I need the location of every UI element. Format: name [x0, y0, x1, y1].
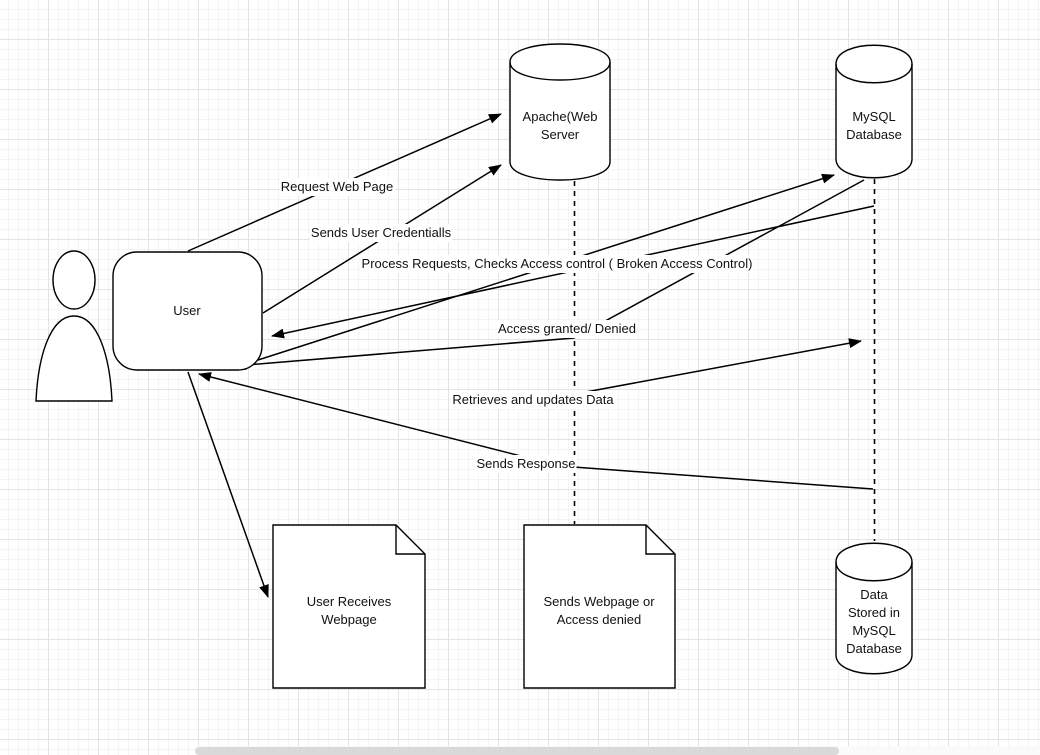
horizontal-scrollbar-track[interactable] [195, 746, 1040, 755]
edge-label-retrieves-updates[interactable]: Retrieves and updates Data [451, 391, 615, 409]
mysql-cylinder[interactable] [835, 44, 913, 179]
doc-sends-webpage[interactable] [523, 524, 676, 689]
edge-access-granted-lower[interactable] [233, 179, 865, 370]
edge-retrieves-updates[interactable] [574, 338, 862, 395]
edge-label-sends-response[interactable]: Sends Response [475, 455, 577, 473]
apache-cylinder-label[interactable]: Apache(Web Server [522, 109, 598, 142]
doc-user-receives-label[interactable]: User Receives Webpage [306, 594, 392, 627]
data-store-cylinder-label[interactable]: Data Stored in MySQL Database [846, 587, 902, 656]
edge-label-access-granted[interactable]: Access granted/ Denied [496, 320, 638, 338]
actor-icon[interactable] [35, 250, 113, 402]
data-store-cylinder[interactable] [835, 542, 913, 675]
edge-label-request-web-page[interactable]: Request Web Page [279, 178, 395, 196]
mysql-cylinder-label[interactable]: MySQL Database [846, 109, 902, 142]
edge-label-sends-user-credentials[interactable]: Sends User Credentialls [309, 224, 453, 242]
doc-user-receives[interactable] [272, 524, 426, 689]
user-box-label[interactable]: User [173, 303, 201, 318]
edge-user-receives-webpage[interactable] [187, 371, 269, 598]
edge-label-process-requests[interactable]: Process Requests, Checks Access control … [360, 255, 754, 273]
apache-cylinder[interactable] [509, 43, 611, 181]
doc-sends-webpage-label[interactable]: Sends Webpage or Access denied [543, 594, 655, 627]
horizontal-scrollbar-thumb[interactable] [195, 747, 839, 755]
user-box[interactable] [112, 251, 263, 371]
